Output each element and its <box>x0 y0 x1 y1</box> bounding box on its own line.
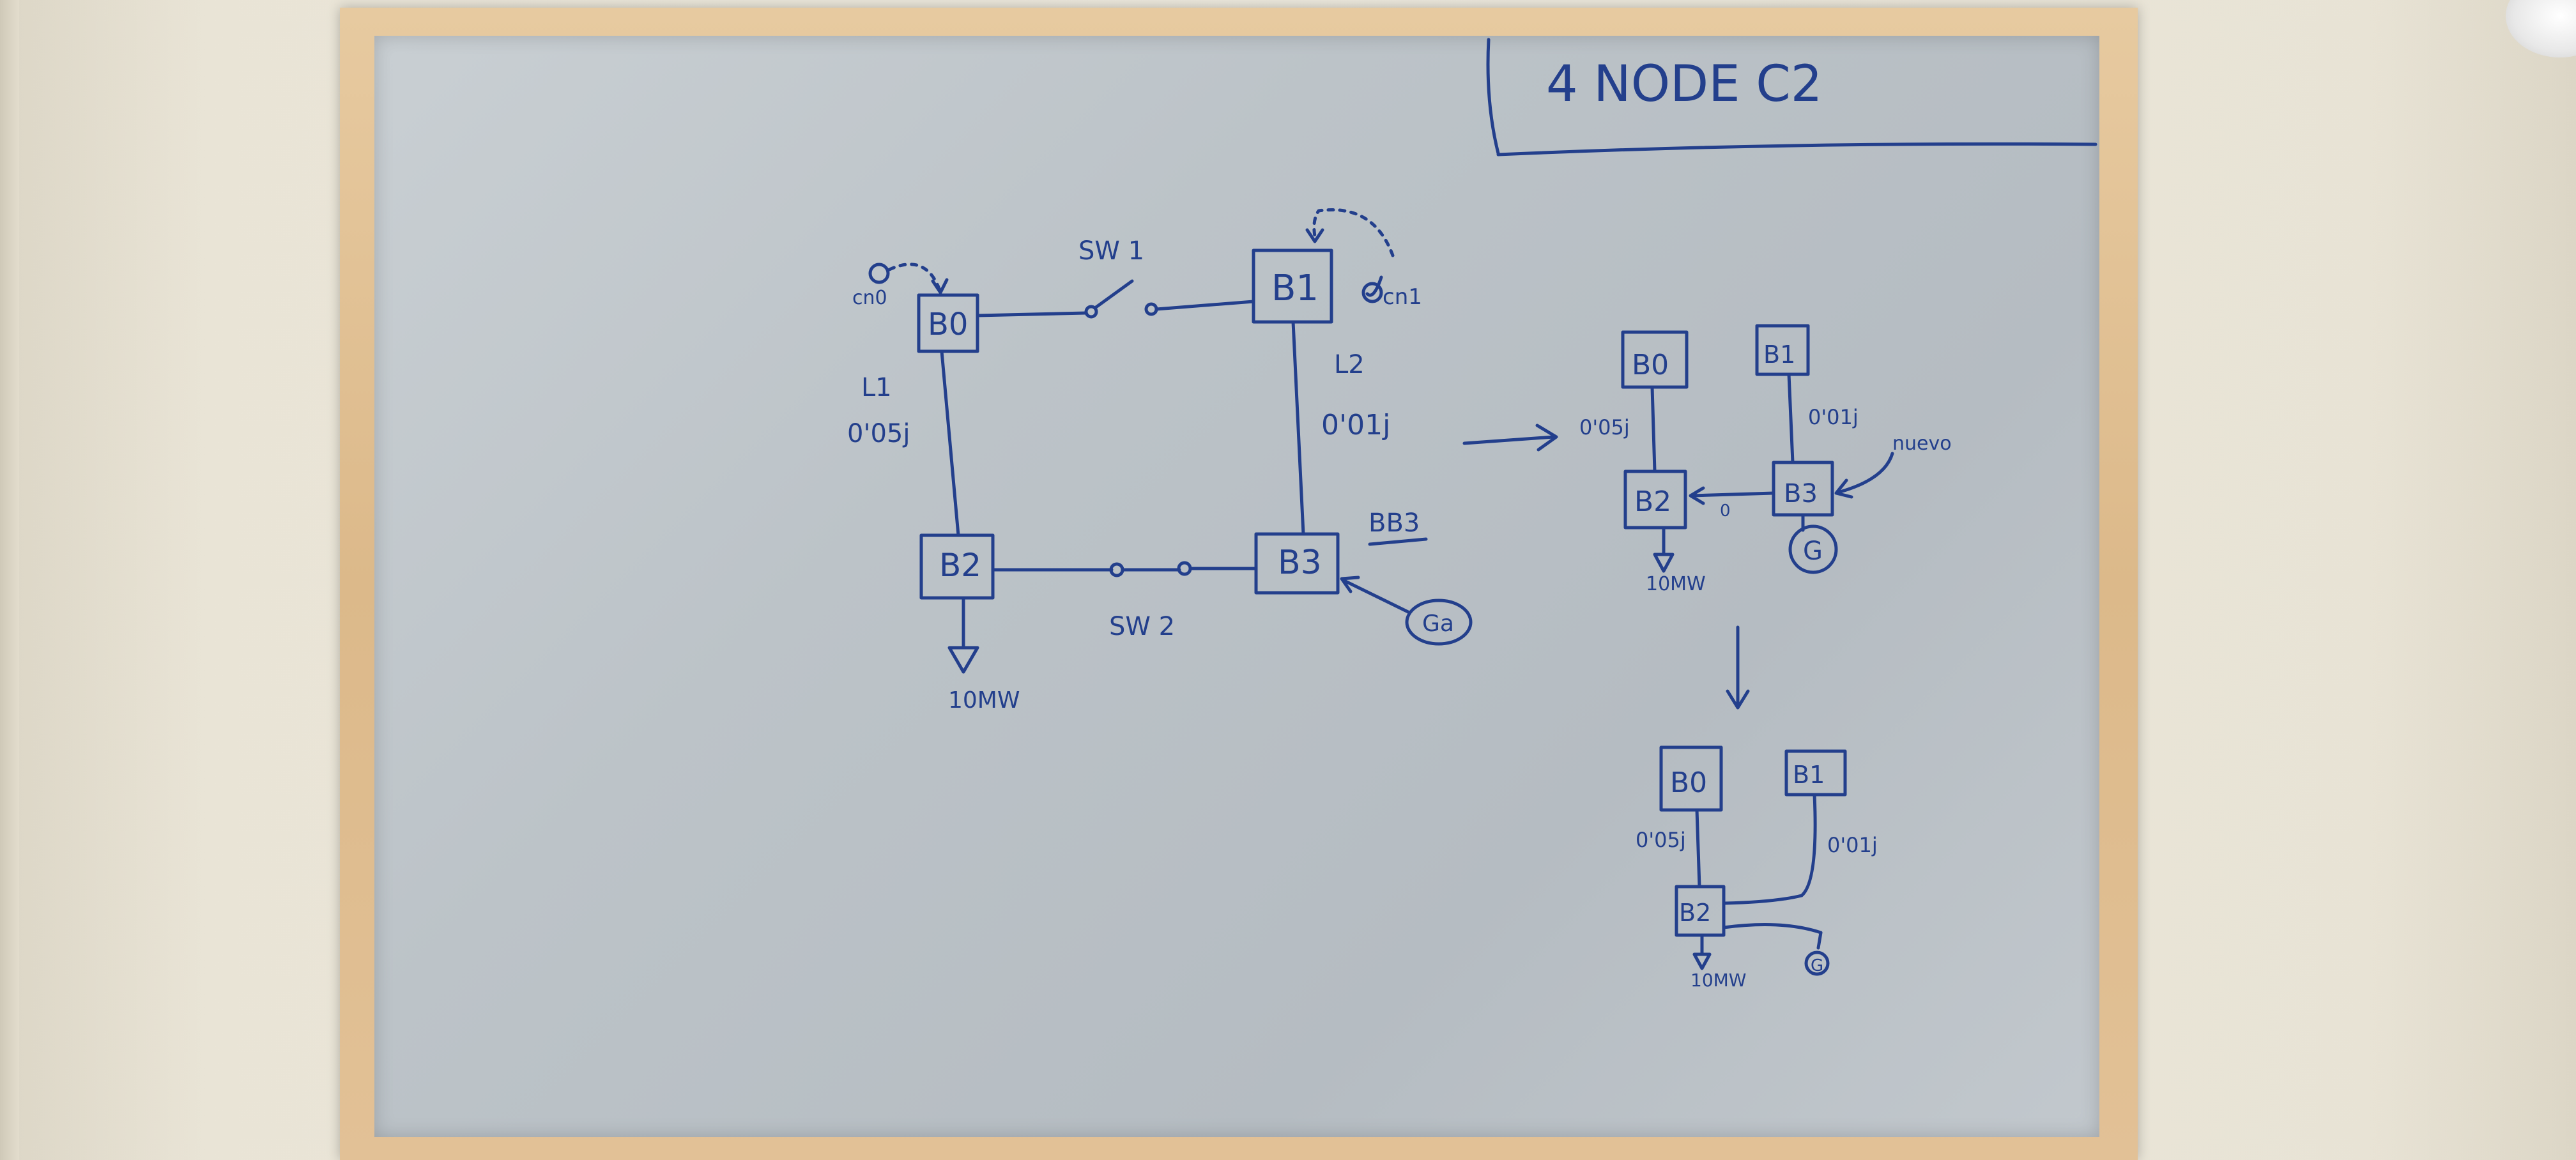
cn0-dashed-arrow <box>887 263 941 291</box>
r2-bus-b0-label: B0 <box>1670 767 1707 799</box>
generator-ga-label: Ga <box>1422 611 1454 637</box>
r2-line-b0-b2 <box>1695 808 1701 889</box>
r1-zero-label: 0 <box>1720 501 1731 521</box>
l2-name: L2 <box>1334 350 1365 379</box>
r1-bus-b3-label: B3 <box>1784 479 1818 508</box>
r2-bus-b0-box <box>1659 745 1723 812</box>
cn0-label: cn0 <box>852 287 887 309</box>
l1-impedance: 0'05j <box>847 419 910 448</box>
sw1-contact-left <box>1084 305 1098 319</box>
generator-ga-arrowhead <box>1340 576 1360 593</box>
r2-bus-b2-label: B2 <box>1679 899 1711 927</box>
bb3-label: BB3 <box>1368 508 1420 538</box>
main-diagram: B0 B1 B2 B3 SW 1 L1 0'05j L2 0'01j SW 2 … <box>847 208 1473 714</box>
transition-arrow-right <box>1462 424 1558 452</box>
reduced-diagram-2: B0 B1 B2 0'05j 0'01j G 10MW <box>1636 745 1878 991</box>
r1-nuevo-arrowhead <box>1834 478 1853 499</box>
r2-bus-b1-label: B1 <box>1793 761 1825 789</box>
transition-arrow-down <box>1726 625 1750 710</box>
bus-b0-label: B0 <box>928 307 968 342</box>
r1-line-b1-b3 <box>1787 372 1795 464</box>
r1-bus-b1-box <box>1755 324 1810 376</box>
r1-bus-b0-label: B0 <box>1632 349 1669 381</box>
l2-impedance: 0'01j <box>1321 409 1390 441</box>
r2-generator-stem <box>1816 931 1823 950</box>
cn1-dashed-arrow <box>1312 208 1395 257</box>
r1-line-b3-b2 <box>1690 491 1775 498</box>
l1-name: L1 <box>861 373 892 402</box>
r1-bus-b2-label: B2 <box>1634 485 1671 518</box>
cn1-label: cn1 <box>1383 284 1422 310</box>
cn0-arrowhead <box>931 278 949 294</box>
bus-b3-box <box>1254 532 1340 595</box>
line-l2 <box>1291 320 1305 536</box>
r1-arrowhead-b2 <box>1689 486 1705 505</box>
cn1-node-ring <box>1361 282 1383 303</box>
load-arrow-icon <box>947 646 979 674</box>
b0-sw1-wire <box>976 311 1088 317</box>
r2-impedance-b1-b2: 0'01j <box>1827 833 1878 857</box>
bus-b1-label: B1 <box>1271 268 1319 309</box>
r2-generator-wire <box>1722 923 1823 935</box>
cn1-node <box>1365 275 1383 297</box>
bus-b2-label: B2 <box>939 547 981 584</box>
r1-impedance-b0-b2: 0'05j <box>1579 415 1630 439</box>
wall-edge <box>0 0 19 1160</box>
r2-load-label: 10MW <box>1690 970 1746 991</box>
sw1-label: SW 1 <box>1078 236 1144 266</box>
sw2-contact-right <box>1177 561 1192 576</box>
r1-nuevo-label: nuevo <box>1892 432 1952 455</box>
generator-ga-arrow <box>1344 579 1410 614</box>
sw2-label: SW 2 <box>1109 612 1175 641</box>
r2-impedance-b0-b2: 0'05j <box>1636 828 1686 852</box>
r1-generator-symbol <box>1788 524 1838 574</box>
cn0-node <box>868 263 890 284</box>
bus-b3-label: B3 <box>1278 544 1322 582</box>
title-box: 4 NODE C2 <box>1486 38 2097 156</box>
reduced-diagram-1: B0 B1 B2 B3 0'05j 0'01j 0 nuevo G 10MW <box>1579 324 1952 595</box>
r1-bus-b0-box <box>1621 330 1689 389</box>
r2-load-arrow-icon <box>1692 952 1712 970</box>
load-label: 10MW <box>948 687 1020 714</box>
r1-load-label: 10MW <box>1646 573 1706 595</box>
r2-generator-symbol <box>1804 950 1830 976</box>
r1-impedance-b1-b3: 0'01j <box>1808 405 1859 429</box>
r2-line-b1-b2 <box>1723 793 1817 905</box>
cn1-arrowhead <box>1305 228 1324 243</box>
r1-generator-label: G <box>1803 537 1823 566</box>
r1-nuevo-arrow <box>1838 452 1894 494</box>
r2-generator-label: G <box>1811 956 1823 975</box>
line-l1 <box>940 349 960 537</box>
generator-ga-symbol <box>1405 599 1473 646</box>
bb3-underline <box>1368 537 1428 546</box>
r1-load-arrow-icon <box>1653 553 1675 573</box>
r1-bus-b1-label: B1 <box>1763 340 1795 369</box>
title: 4 NODE C2 <box>1546 56 1822 113</box>
r1-line-b0-b2 <box>1650 385 1657 473</box>
sw1-blade <box>1093 279 1134 310</box>
sw1-b1-wire <box>1154 300 1255 311</box>
bus-b0-box <box>917 293 979 353</box>
